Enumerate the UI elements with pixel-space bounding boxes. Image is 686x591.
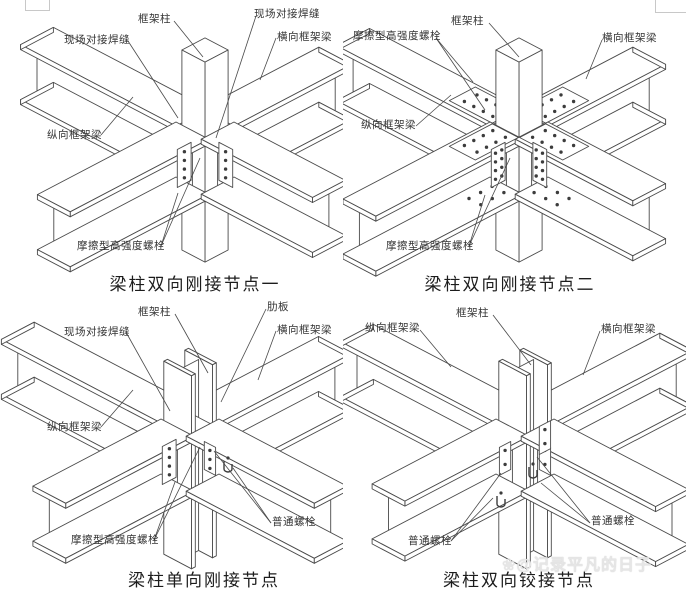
diagram-caption: 梁柱单向刚接节点 [128,571,280,590]
label-frame-column: 框架柱 [138,307,171,318]
label-longitudinal-beam: 纵向框架梁 [361,120,416,131]
label-frame-column: 框架柱 [456,308,489,319]
label-transverse-beam: 横向框架梁 [277,32,332,43]
label-hs-bolts-top: 摩擦型高强度螺栓 [353,31,441,42]
diagram-rigid-joint-bidirectional-2: 摩擦型高强度螺栓 框架柱 横向框架梁 纵向框架梁 摩擦型高强度螺栓 梁柱双向刚接… [343,0,686,295]
watermark-text: ❀@记录平凡的日子 [502,557,653,574]
diagram-rigid-joint-bidirectional-1: 框架柱 现场对接焊缝 横向框架梁 现场对接焊缝 纵向框架梁 摩擦型高强度螺栓 梁… [0,0,343,295]
label-ordinary-bolt: 普通螺栓 [272,517,316,528]
label-field-weld-top: 现场对接焊缝 [254,9,320,20]
label-field-weld-left: 现场对接焊缝 [64,35,130,46]
label-longitudinal-beam: 纵向框架梁 [47,130,102,141]
label-ordinary-bolt-left: 普通螺栓 [408,536,452,547]
label-frame-column: 框架柱 [451,16,484,27]
label-rib-plate: 肋板 [267,302,289,313]
label-longitudinal-beam: 纵向框架梁 [47,422,102,433]
diagram-hinged-joint-bidirectional: 框架柱 纵向框架梁 横向框架梁 普通螺栓 普通螺栓 梁柱双向铰接节点 [343,295,686,590]
label-hs-bolts: 摩擦型高强度螺栓 [77,241,165,252]
label-transverse-beam: 横向框架梁 [277,325,332,336]
joint-drawing-2 [343,22,667,277]
label-field-weld: 现场对接焊缝 [64,327,130,338]
joint-drawing-3 [0,308,343,570]
label-hs-bolts-bottom: 摩擦型高强度螺栓 [386,241,474,252]
joint-drawing-1 [20,15,343,273]
label-longitudinal-beam: 纵向框架梁 [365,323,420,334]
diagram-caption: 梁柱双向刚接节点二 [424,275,596,294]
joint-drawing-4 [343,314,686,570]
label-ordinary-bolt-right: 普通螺栓 [591,516,635,527]
label-transverse-beam: 横向框架梁 [601,324,656,335]
diagram-caption: 梁柱双向刚接节点一 [109,275,281,294]
label-frame-column: 框架柱 [138,14,171,25]
diagram-caption: 梁柱双向铰接节点 [443,571,595,590]
diagram-rigid-joint-unidirectional: 框架柱 肋板 现场对接焊缝 横向框架梁 纵向框架梁 摩擦型高强度螺栓 普通螺栓 … [0,295,343,590]
corner-box-right [655,0,686,13]
corner-box-left [25,0,50,11]
label-hs-bolts: 摩擦型高强度螺栓 [71,535,159,546]
label-transverse-beam: 横向框架梁 [602,33,657,44]
